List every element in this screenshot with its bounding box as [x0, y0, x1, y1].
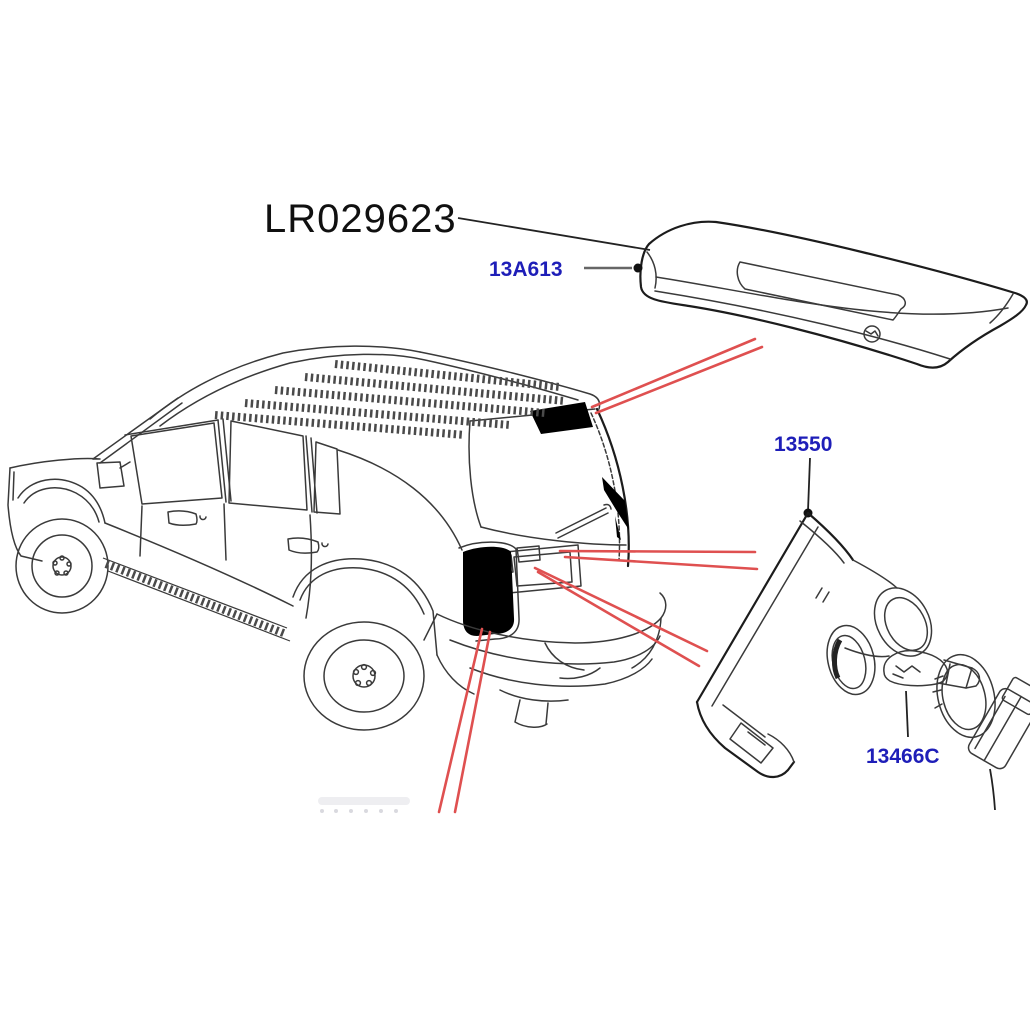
bulb-socket-part [932, 653, 1030, 811]
roof-rack [214, 360, 566, 439]
main-part-number: LR029623 [264, 197, 457, 241]
labels: LR029623 13A613 13550 13466C [264, 197, 940, 768]
faded-watermark [318, 797, 410, 813]
spoiler-part [639, 220, 1028, 369]
part-number-13A613[interactable]: 13A613 [489, 258, 563, 281]
vehicle-illustration [7, 345, 667, 731]
part-number-13550[interactable]: 13550 [774, 433, 832, 456]
lamp-housing-part [695, 457, 933, 779]
leader-dot [633, 263, 643, 273]
part-number-13466C[interactable]: 13466C [866, 745, 940, 768]
bulb-part [883, 650, 981, 738]
red-locator-lines [437, 337, 764, 814]
